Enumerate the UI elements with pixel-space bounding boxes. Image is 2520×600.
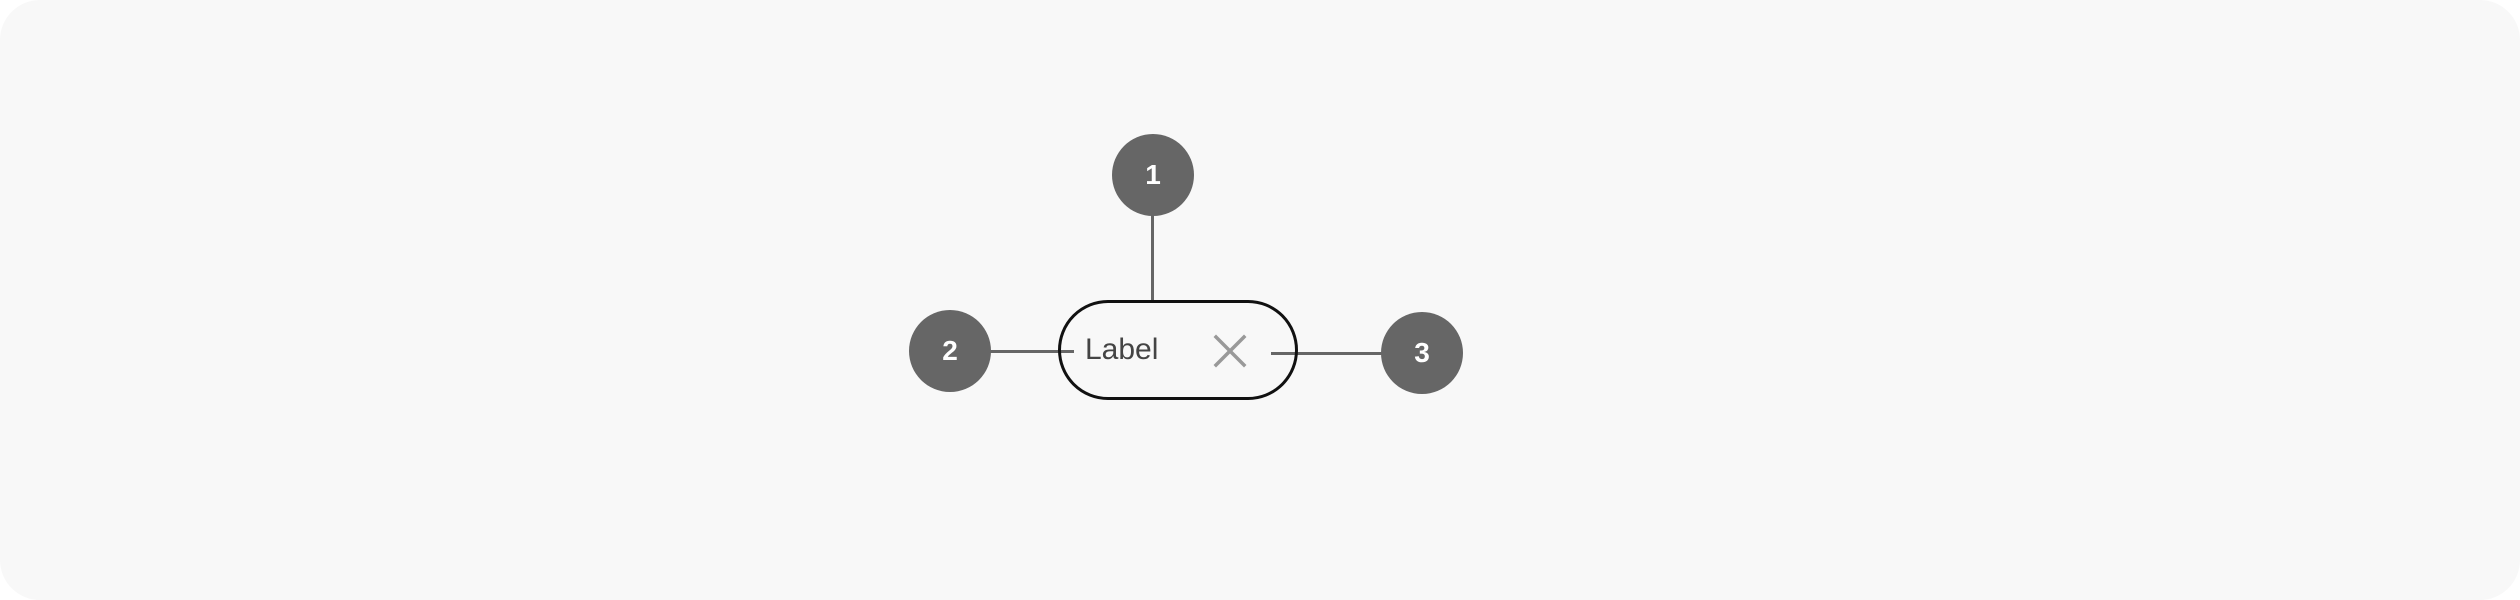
connector-line-3 (1271, 352, 1384, 355)
connector-line-1 (1151, 214, 1154, 301)
callout-badge-2: 2 (909, 310, 991, 392)
close-icon[interactable] (1212, 333, 1248, 369)
connector-line-2 (990, 350, 1074, 353)
callout-badge-3: 3 (1381, 312, 1463, 394)
callout-badge-1: 1 (1112, 134, 1194, 216)
chip[interactable] (1058, 300, 1298, 400)
chip-label: Label (1085, 333, 1159, 366)
